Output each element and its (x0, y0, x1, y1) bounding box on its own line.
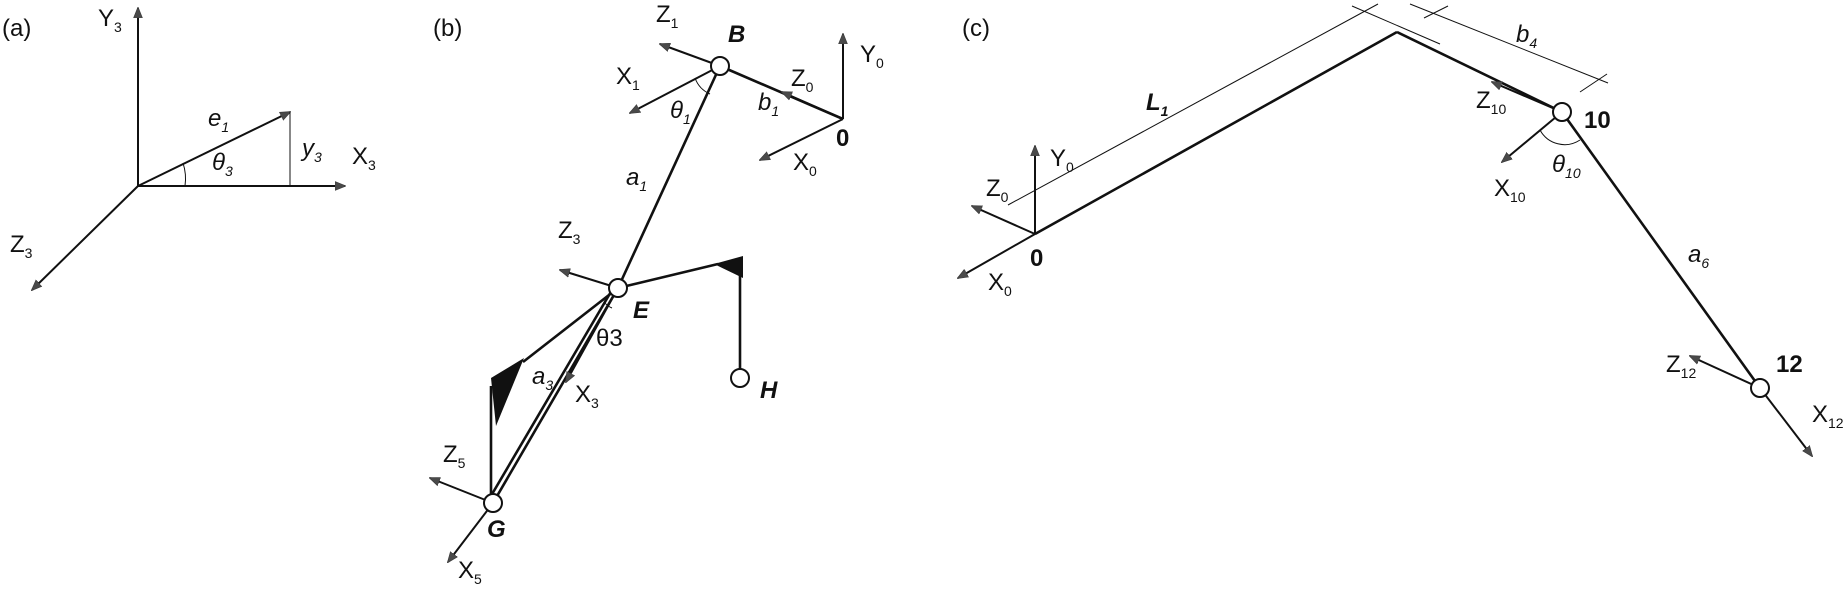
theta3-b-angle-arc (603, 301, 613, 309)
link-b4 (1396, 30, 1563, 114)
link-a3-side-2 (486, 289, 614, 502)
label-point-h: H (760, 377, 778, 404)
label-x0-axis: X0 (793, 149, 817, 179)
label-y0-axis: Y0 (860, 41, 884, 71)
e1-vector-arrow (137, 111, 290, 187)
frame0-z-axis-arrow (782, 91, 844, 120)
label-x10-axis: X10 (1494, 175, 1526, 205)
joint-e (608, 278, 628, 298)
dimension-tick-right (1579, 73, 1608, 93)
label-point-e: E (633, 297, 650, 324)
label-joint-10: 10 (1584, 107, 1611, 134)
panel-b-tag: (b) (433, 15, 462, 42)
label-x0-axis-c: X0 (988, 269, 1012, 299)
frame5-x-axis-arrow (448, 502, 494, 562)
link-eh-upper (617, 262, 719, 290)
label-y3-axis: Y3 (98, 5, 122, 35)
frame5-z-axis-arrow (430, 477, 494, 504)
wedge-h-link (714, 256, 743, 278)
frame3-z-axis-arrow (560, 270, 619, 289)
label-z3-axis: Z3 (10, 231, 33, 261)
joint-b (710, 56, 730, 76)
label-joint-12: 12 (1776, 351, 1803, 378)
theta3-angle-arc (182, 162, 187, 187)
joint-g (483, 493, 503, 513)
label-y0-axis-c: Y0 (1050, 145, 1074, 175)
frame0c-z-axis-arrow (972, 205, 1036, 235)
joint-h (730, 368, 750, 388)
panel-c-tag: (c) (962, 15, 990, 42)
frame0-x-axis-arrow (760, 118, 844, 161)
label-a6: a6 (1688, 241, 1709, 271)
dimension-tick-top (1351, 5, 1441, 45)
label-origin-0: 0 (836, 125, 849, 152)
link-a6 (1560, 111, 1762, 389)
panel-b: (b) B E G H 0 (430, 1, 884, 587)
frame12-z-axis-arrow (1690, 355, 1761, 389)
link-a1 (616, 65, 722, 289)
dimension-line-l1 (1007, 3, 1379, 206)
frame10-z-axis-arrow (1492, 81, 1563, 113)
frame3-x-axis-arrow (566, 287, 619, 382)
label-x3-axis-b: X3 (575, 381, 599, 411)
panel-a-tag: (a) (2, 15, 31, 42)
label-x12-axis: X12 (1812, 401, 1843, 431)
joint-12 (1750, 378, 1770, 398)
joint-10 (1552, 102, 1572, 122)
link-eg-upper (522, 286, 619, 364)
label-z12-axis: Z12 (1666, 351, 1696, 381)
label-z1-axis: Z1 (656, 1, 679, 31)
wedge-g-link (491, 358, 524, 426)
label-b1: b1 (758, 89, 779, 119)
label-x3-axis: X3 (352, 143, 376, 173)
theta1-angle-arc (694, 77, 711, 95)
frame1-x-axis-arrow (630, 65, 721, 113)
label-z0-axis-c: Z0 (986, 175, 1009, 205)
panel-c: (c) 0 10 12 L1 b4 Z10 X10 θ10 a (958, 3, 1843, 456)
theta10-angle-arc (1539, 129, 1581, 146)
label-b4: b4 (1516, 21, 1537, 51)
label-x5-axis: X5 (458, 557, 482, 587)
label-origin-0-c: 0 (1030, 245, 1043, 272)
frame0c-x-axis-arrow (958, 233, 1036, 278)
label-point-g: G (487, 516, 506, 543)
dimension-tick-left (1423, 5, 1449, 19)
label-point-b: B (728, 21, 745, 48)
frame12-x-axis-arrow (1759, 387, 1812, 456)
label-e1-vector: e1 (208, 105, 229, 135)
label-z0-axis: Z0 (791, 65, 814, 95)
label-a3: a3 (532, 363, 553, 393)
label-theta1: θ1 (670, 97, 691, 127)
label-a1: a1 (626, 164, 647, 194)
label-x1-axis: X1 (616, 63, 640, 93)
label-theta3-b: θ3 (596, 325, 623, 352)
label-l1: L1 (1146, 89, 1169, 119)
frame1-z-axis-arrow (660, 44, 721, 67)
link-l1 (1034, 30, 1398, 236)
panel-a: (a) Y3 X3 Z3 e1 y3 θ3 (2, 5, 376, 290)
label-y3-component: y3 (300, 135, 322, 165)
label-z3-axis-b: Z3 (558, 217, 581, 247)
frame10-x-axis-arrow (1502, 111, 1563, 162)
z3-axis-arrow (32, 185, 139, 290)
dimension-line-b4 (1409, 3, 1609, 84)
label-theta10: θ10 (1552, 151, 1581, 181)
label-z10-axis: Z10 (1476, 87, 1506, 117)
label-theta3-angle: θ3 (212, 149, 233, 179)
label-z5-axis: Z5 (443, 441, 466, 471)
